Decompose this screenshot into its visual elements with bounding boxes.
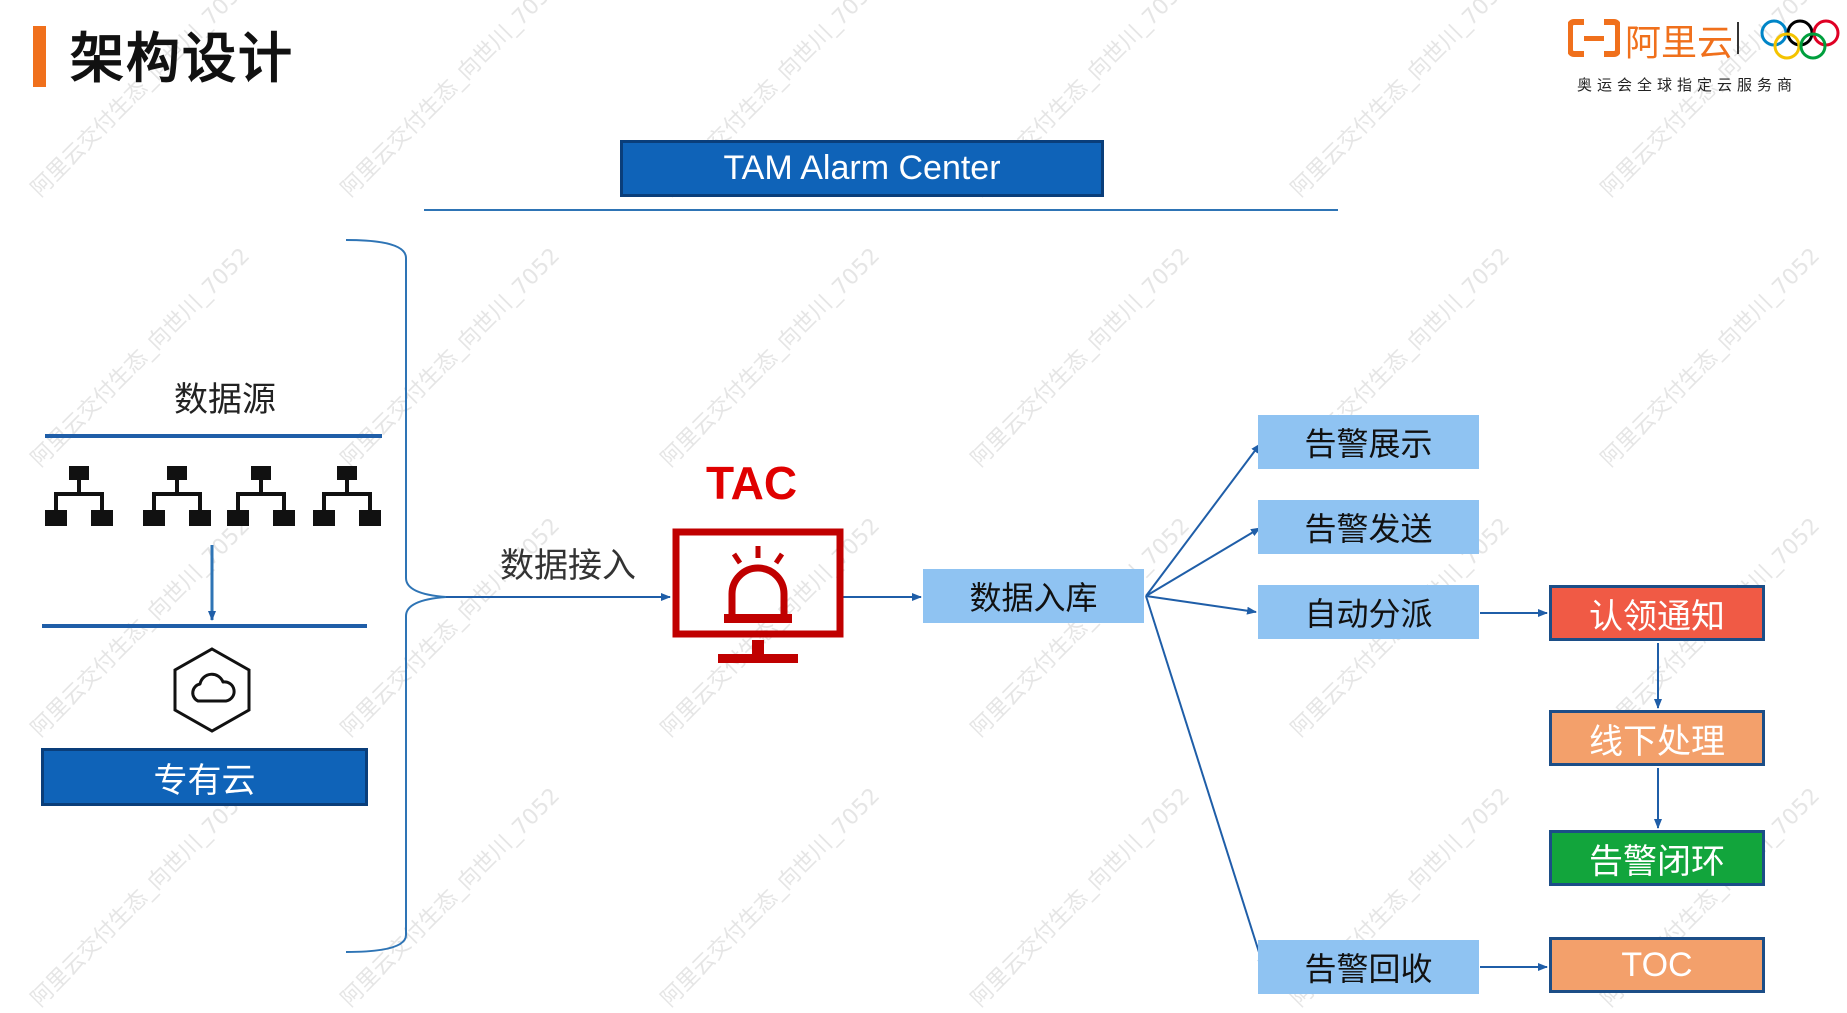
hierarchy-icon [313, 466, 381, 526]
title-accent-bar [33, 26, 46, 87]
ingest-label: 数据接入 [500, 546, 636, 586]
store-to-display-arrow [1145, 443, 1261, 597]
store-to-dispatch-arrow [1145, 595, 1257, 615]
offline-handle-step: 线下处理 [1549, 710, 1765, 766]
logo-text: 阿里云 [1625, 23, 1734, 64]
store-to-send-arrow [1145, 527, 1261, 597]
logo-divider [1737, 22, 1739, 54]
cloud-hexagon-icon [173, 647, 251, 733]
data-storage-node: 数据入库 [923, 569, 1144, 623]
private-cloud-box: 专有云 [41, 748, 368, 806]
hierarchy-icon [143, 466, 211, 526]
tac-label: TAC [706, 457, 798, 509]
header-rule [424, 209, 1338, 211]
logo-tagline: 奥运会全球指定云服务商 [1577, 76, 1798, 94]
store-to-recycle-arrow [1145, 595, 1266, 969]
olympic-rings-icon [1760, 19, 1840, 60]
toc-step: TOC [1549, 937, 1765, 993]
source-label: 数据源 [174, 380, 276, 420]
alarm-close-step: 告警闭环 [1549, 830, 1765, 886]
hierarchy-icon [227, 466, 295, 526]
alarm-display-node: 告警展示 [1258, 415, 1479, 469]
alarm-recycle-node: 告警回收 [1258, 940, 1479, 994]
source-brace [345, 239, 447, 953]
auto-dispatch-node: 自动分派 [1258, 585, 1479, 639]
source-top-rule [45, 434, 382, 438]
system-title-box: TAM Alarm Center [620, 140, 1104, 197]
alarm-send-node: 告警发送 [1258, 500, 1479, 554]
hierarchy-icon [45, 466, 113, 526]
source-bottom-rule [42, 624, 367, 628]
aliyun-logo-icon [1568, 19, 1620, 57]
claim-notify-step: 认领通知 [1549, 585, 1765, 641]
alarm-monitor-icon [672, 528, 844, 663]
page-title: 架构设计 [70, 27, 294, 90]
